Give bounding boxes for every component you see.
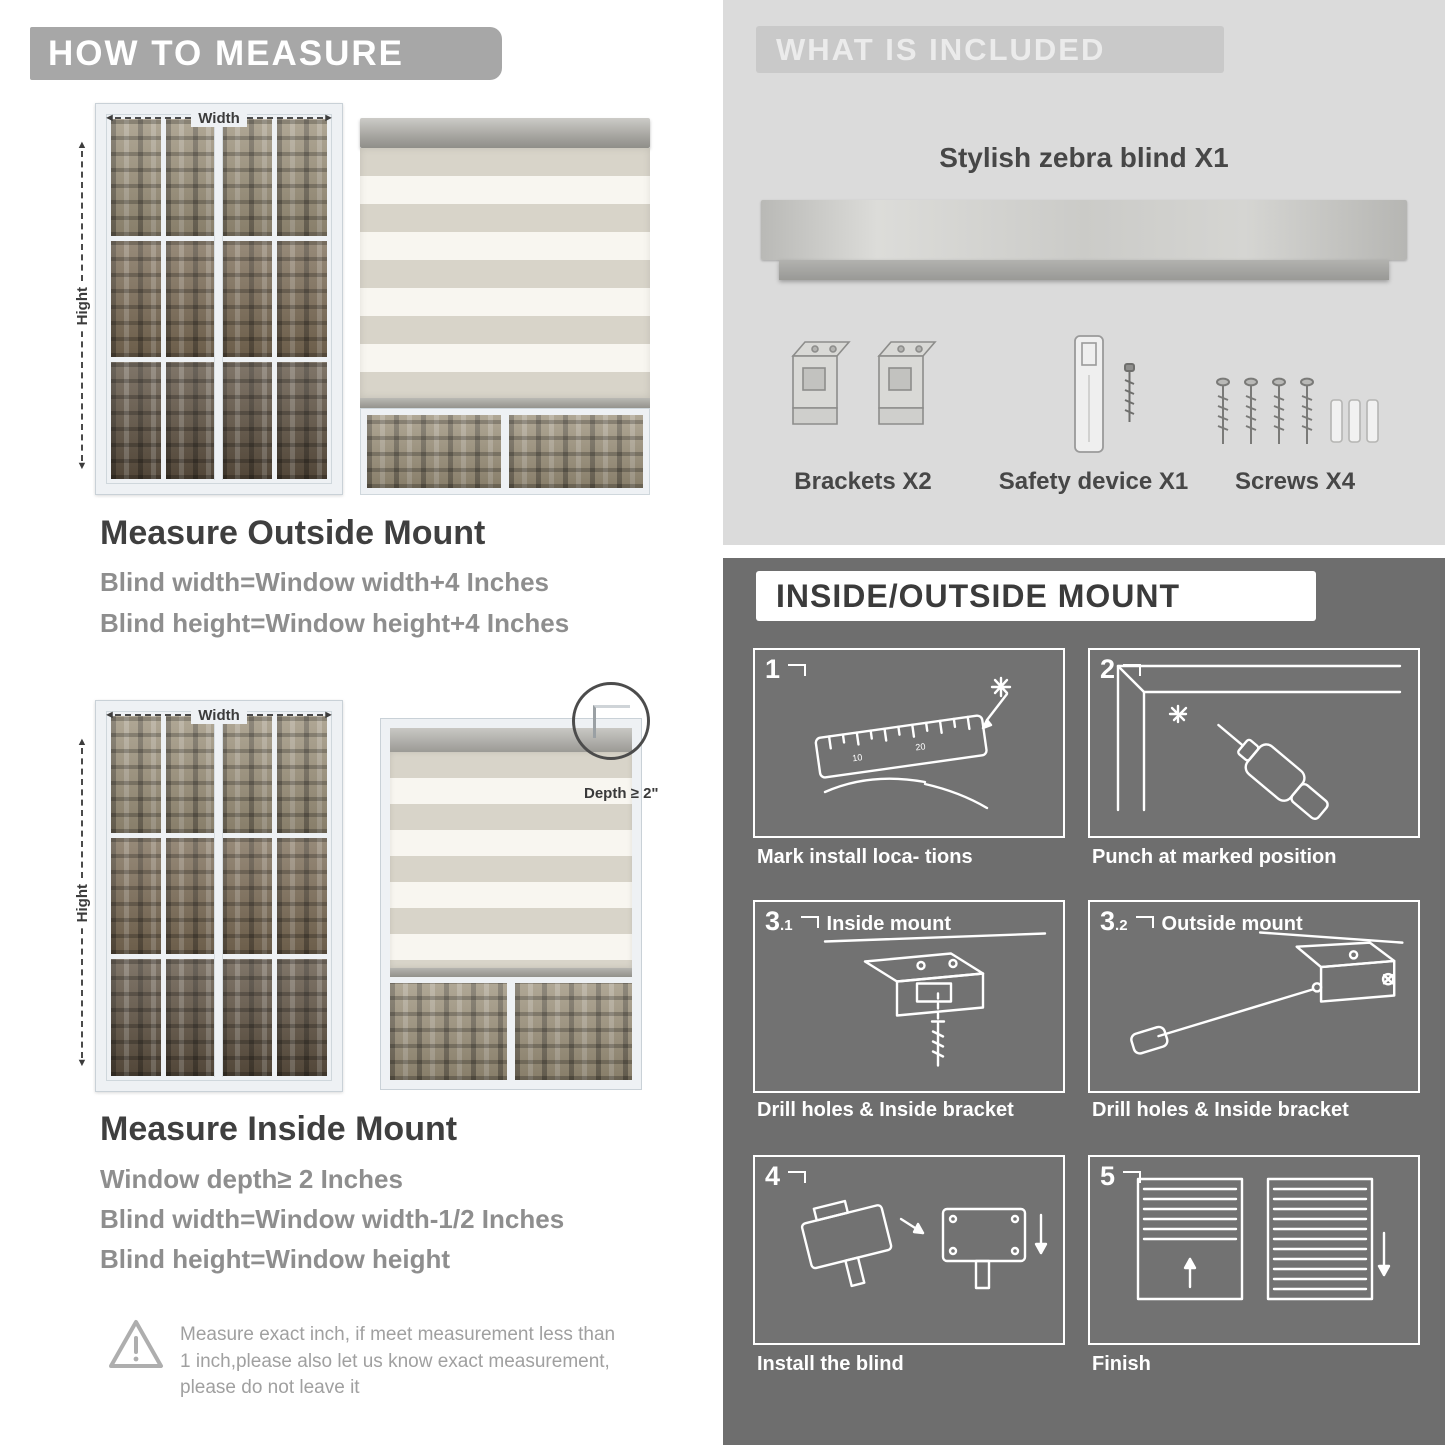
mount-header: INSIDE/OUTSIDE MOUNT [756, 571, 1316, 621]
measurement-note: Measure exact inch, if meet measurement … [180, 1324, 616, 1399]
inside-spec-depth: Window depth≥ 2 Inches [100, 1164, 403, 1194]
step-1-caption: Mark install loca- tions [757, 846, 973, 868]
step-corner-line [1135, 916, 1154, 928]
step-2-caption: Punch at marked position [1092, 846, 1337, 868]
how-to-measure-header: HOW TO MEASURE [30, 27, 502, 80]
width-arrow: ◄ Width ► [104, 109, 335, 127]
step-3-2-label: Outside mount [1161, 913, 1303, 935]
step-corner-line [788, 663, 807, 676]
step-3-1-label: Inside mount [826, 913, 951, 935]
blind-item-label: Stylish zebra blind X1 [939, 142, 1229, 173]
brackets-label: Brackets X2 [794, 468, 932, 495]
warning-triangle-icon [109, 1320, 163, 1368]
window-panes [106, 114, 332, 484]
blind-headrail-lip [779, 260, 1389, 280]
blind-headrail-image [761, 200, 1407, 260]
step-1-panel: 1 10 20 [753, 648, 1065, 838]
blind-cassette [360, 118, 650, 148]
window-center-mullion [214, 715, 223, 1077]
height-arrow: ▲ Hight ▼ [73, 139, 91, 473]
step-corner-line [800, 916, 819, 928]
window-under-blind [390, 977, 632, 1080]
brackets-icon [791, 341, 937, 425]
outside-mount-title: Measure Outside Mount [100, 514, 486, 552]
step-3-2-panel: 3.2 Outside mount [1088, 900, 1420, 1093]
height-arrow: ▲ Hight ▼ [73, 736, 91, 1070]
step-5-caption: Finish [1092, 1353, 1151, 1375]
inside-mount-title: Measure Inside Mount [100, 1110, 458, 1148]
window-under-blind [360, 408, 650, 495]
step-4-panel: 4 [753, 1155, 1065, 1345]
width-arrow: ◄ Width ► [104, 706, 335, 724]
what-is-included-title: WHAT IS INCLUDED [776, 31, 1106, 67]
height-label: Hight [73, 280, 91, 332]
screws-label: Screws X4 [1234, 468, 1356, 495]
step-2-illustration [1116, 664, 1402, 821]
safety-device-label: Safety device X1 [998, 468, 1189, 495]
inside-spec-height: Blind height=Window height [100, 1244, 450, 1274]
mount-title: INSIDE/OUTSIDE MOUNT [776, 577, 1181, 614]
blind-bottom-rail [360, 398, 650, 408]
outside-spec-width: Blind width=Window width+4 Inches [100, 567, 549, 597]
step-4-illustration [800, 1199, 1048, 1290]
mount-instructions-section: INSIDE/OUTSIDE MOUNT 1 10 [723, 558, 1445, 1445]
step-1-illustration: 10 20 [814, 676, 1012, 810]
step-2-panel: 2 [1088, 648, 1420, 838]
blind-stripes [390, 752, 632, 968]
step-5-illustration [1136, 1177, 1391, 1301]
step-corner-line [1123, 663, 1142, 676]
step-3-2-caption: Drill holes & Inside bracket [1092, 1099, 1349, 1121]
depth-zoom-circle [572, 682, 650, 760]
what-is-included-header: WHAT IS INCLUDED [756, 26, 1224, 73]
blind-bottom-rail [390, 968, 632, 977]
window-panes [106, 711, 332, 1081]
step-3-1-panel: 3.1 Inside mount [753, 900, 1065, 1093]
svg-text:20: 20 [915, 741, 926, 752]
inside-spec-width: Blind width=Window width-1/2 Inches [100, 1204, 565, 1234]
what-is-included-section: WHAT IS INCLUDED Stylish zebra blind X1 [723, 0, 1445, 545]
step-3-2-illustration [1130, 931, 1404, 1055]
step-3-1-illustration [823, 932, 1047, 1067]
zebra-blind-inside-photo [380, 718, 642, 1090]
step-corner-line [788, 1170, 807, 1183]
step-3-1-caption: Drill holes & Inside bracket [757, 1099, 1014, 1121]
screws-icon [1216, 377, 1379, 444]
how-to-measure-title: HOW TO MEASURE [48, 33, 404, 73]
safety-device-icon [1074, 335, 1135, 453]
window-photo-inside-mount [95, 700, 343, 1092]
depth-label: Depth ≥ 2" [584, 785, 659, 802]
svg-text:10: 10 [852, 752, 863, 763]
step-5-panel: 5 [1088, 1155, 1420, 1345]
zebra-blind-outside-photo [360, 118, 650, 495]
window-photo-outside-mount [95, 103, 343, 495]
window-center-mullion [214, 118, 223, 480]
width-label: Width [191, 706, 247, 724]
blind-stripes [360, 148, 650, 398]
width-label: Width [191, 109, 247, 127]
step-corner-line [1123, 1170, 1142, 1183]
outside-spec-height: Blind height=Window height+4 Inches [100, 608, 570, 638]
height-label: Hight [73, 877, 91, 929]
step-4-caption: Install the blind [757, 1353, 904, 1375]
